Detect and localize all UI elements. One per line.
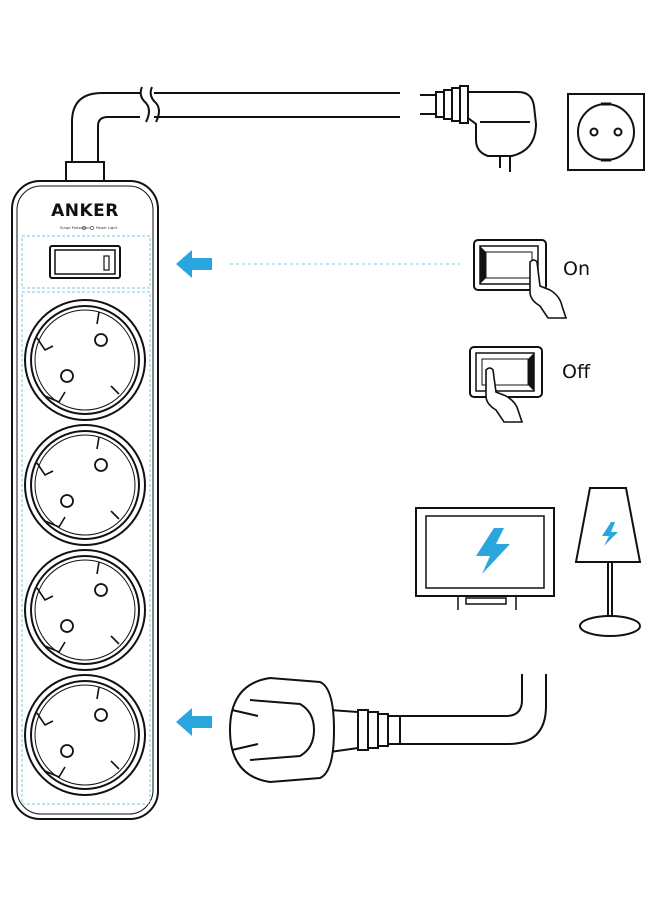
surge-protection-label: Surge Protection (60, 226, 90, 230)
power-indicator-icon (90, 226, 94, 230)
monitor-device (415, 507, 555, 610)
hand-pointer-icon (485, 367, 524, 423)
socket-outlet (24, 299, 146, 421)
power-light-label: Power Light (96, 226, 118, 230)
strip-power-switch[interactable] (49, 245, 121, 279)
switch-off-illustration: Off (469, 346, 591, 423)
lightning-bolt-icon (476, 528, 510, 574)
switch-on-label: On (563, 258, 590, 280)
lamp-device (574, 487, 642, 637)
wall-socket (567, 93, 645, 171)
lightning-bolt-icon (602, 522, 618, 546)
arrow-left-icon (176, 708, 212, 736)
arrow-left-icon (176, 250, 212, 278)
socket-outlet (24, 549, 146, 671)
switch-on-illustration: On (473, 239, 590, 319)
socket-outlet (24, 424, 146, 546)
strip-sockets (24, 299, 146, 796)
socket-outlet (24, 674, 146, 796)
power-cord-top (65, 86, 400, 185)
surge-indicator-icon (82, 226, 86, 230)
switch-off-label: Off (562, 361, 591, 383)
brand-logo: ANKER (51, 201, 119, 221)
plug-bottom (228, 674, 547, 784)
hand-pointer-icon (529, 259, 568, 319)
angled-plug-top (420, 85, 538, 172)
